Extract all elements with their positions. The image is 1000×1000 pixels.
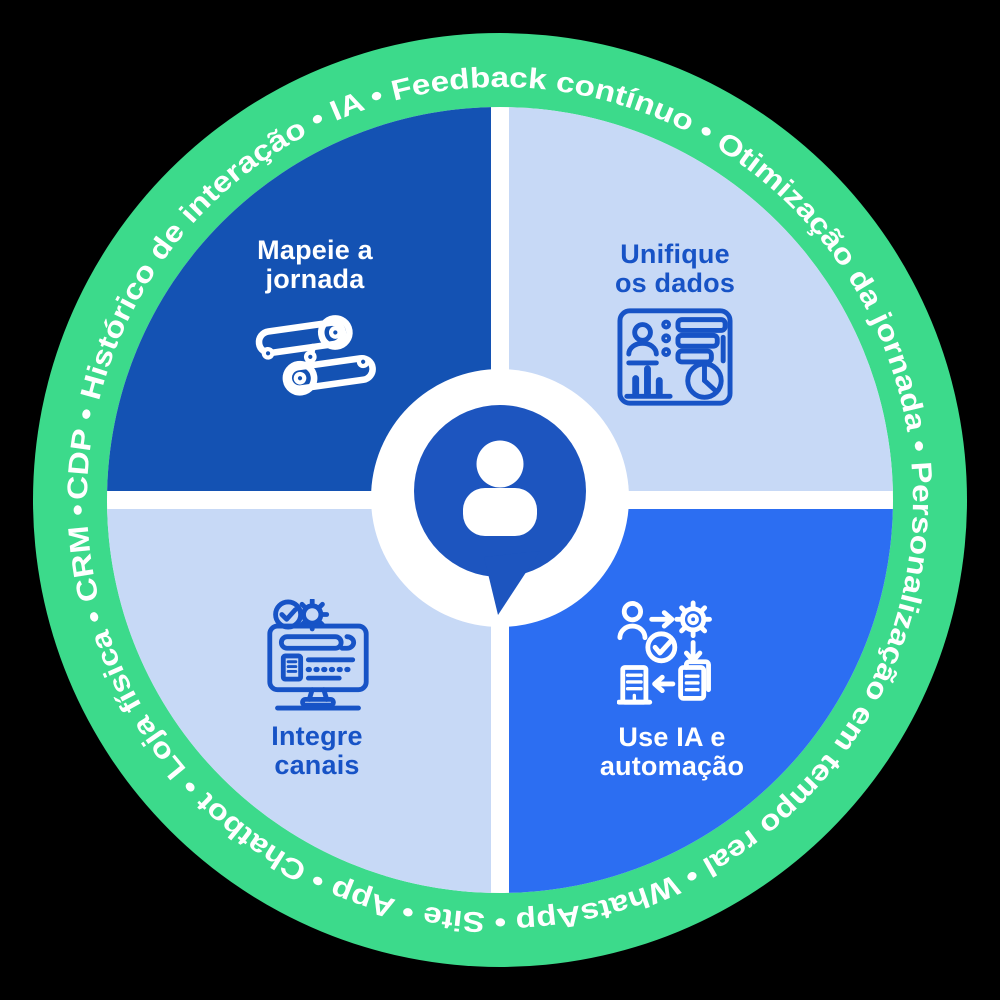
- quadrant-title-integrate-channels: Integre canais: [271, 722, 362, 780]
- title-line-2: os dados: [614, 268, 736, 298]
- quadrant-title-use-ai: Use IA e automação: [600, 723, 744, 781]
- ai-automation-icon: [617, 600, 723, 710]
- quadrant-title-map-journey: Mapeie a jornada: [257, 236, 373, 294]
- browser-monitor-icon: [264, 599, 372, 711]
- data-dashboard-icon: [617, 308, 733, 407]
- title-line-1: Use IA e: [618, 722, 726, 752]
- quadrant-circle: Mapeie a jornada Uni: [107, 107, 893, 893]
- title-line-2: jornada: [265, 264, 365, 294]
- center-badge: [371, 369, 629, 627]
- title-line-2: canais: [274, 750, 360, 780]
- title-line-1: Mapeie a: [257, 235, 373, 265]
- quadrant-title-unify-data: Unifique os dados: [615, 240, 735, 298]
- customer-chat-bubble-icon: [414, 405, 586, 615]
- title-line-1: Unifique: [620, 239, 730, 269]
- title-line-2: automação: [599, 751, 745, 781]
- journey-path-icon: [254, 310, 378, 404]
- title-line-1: Integre: [271, 721, 363, 751]
